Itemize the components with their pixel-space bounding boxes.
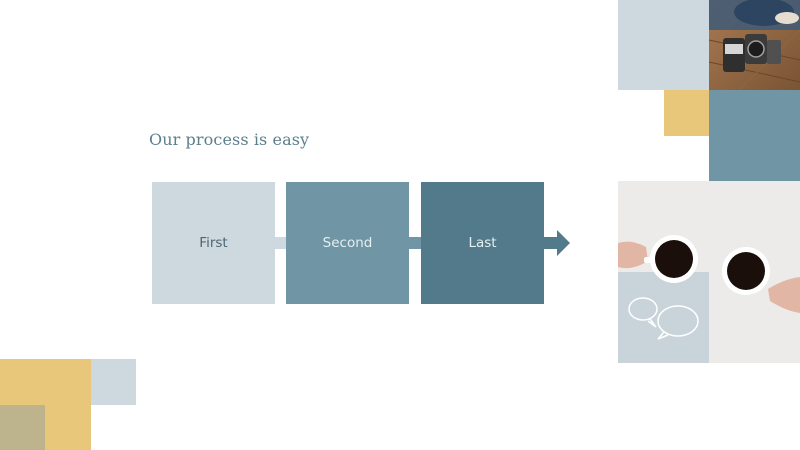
step-first-label: First (199, 235, 228, 251)
camera-photo-image (709, 0, 800, 90)
step-last: Last (421, 182, 544, 304)
slide-title: Our process is easy (149, 130, 310, 149)
step-last-label: Last (468, 235, 497, 251)
step-arrow-3-icon (543, 230, 570, 256)
step-second-label: Second (322, 235, 373, 251)
coffee-photo (618, 181, 800, 363)
step-second: Second (286, 182, 409, 304)
step-first: First (152, 182, 275, 304)
coffee-photo-image (618, 181, 800, 363)
deco-block-pale-bottom (91, 359, 136, 405)
deco-block-blue (709, 90, 800, 182)
deco-block-olive-bottom (0, 405, 45, 450)
camera-photo (709, 0, 800, 90)
deco-block-pale (618, 0, 709, 90)
deco-block-gold (664, 90, 709, 136)
